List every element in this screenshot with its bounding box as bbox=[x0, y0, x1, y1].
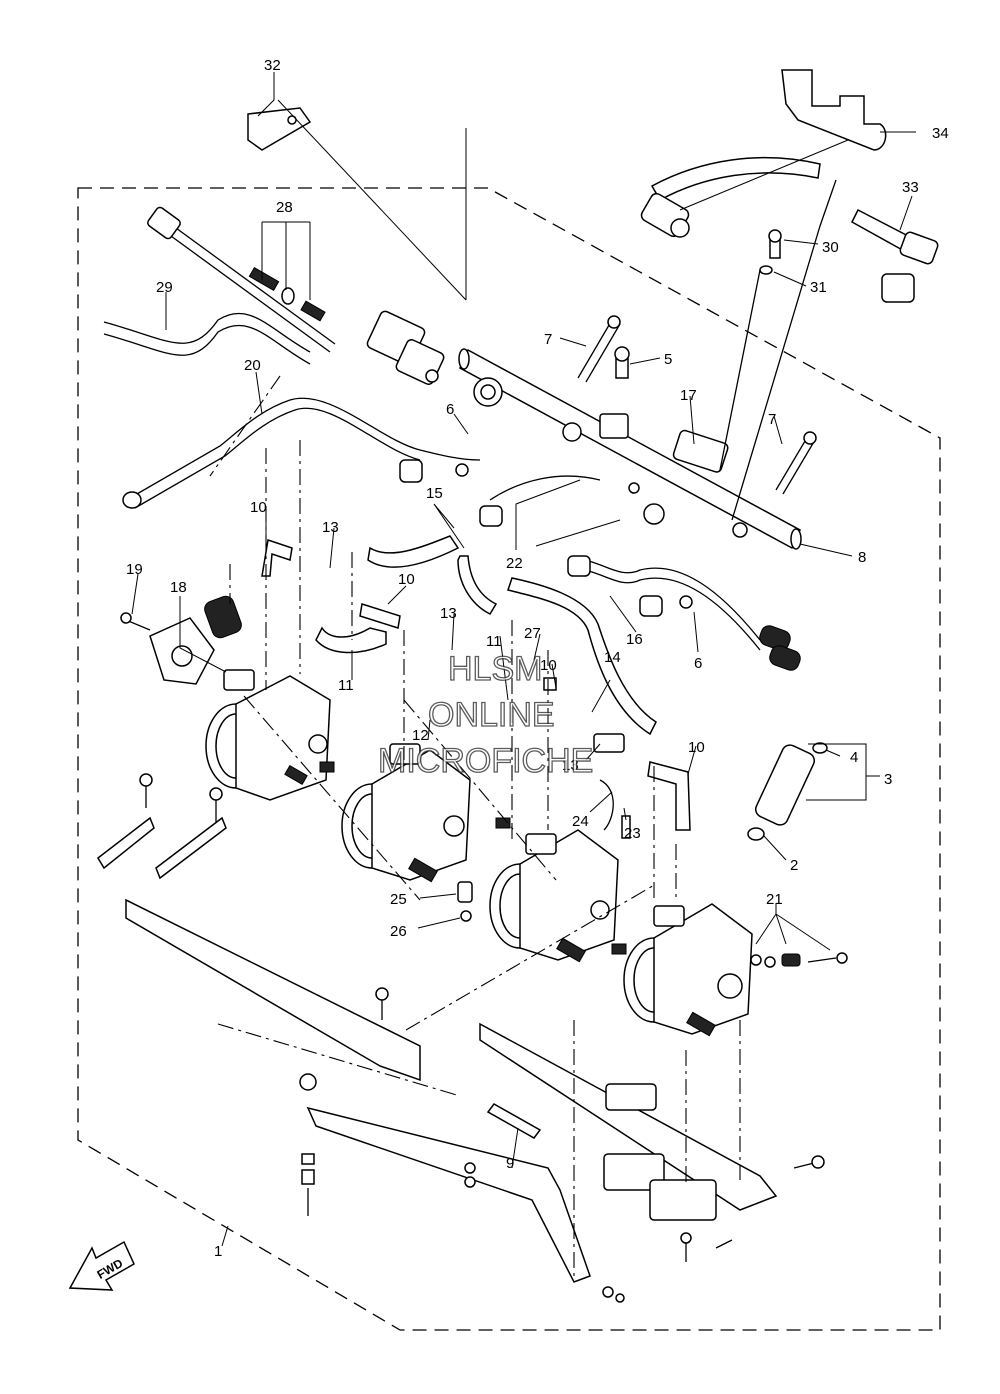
throttle-body-4 bbox=[623, 903, 753, 1037]
label-15: 15 bbox=[426, 485, 443, 502]
pressure-regulator bbox=[366, 310, 445, 385]
label-29: 29 bbox=[156, 279, 173, 296]
label-17: 17 bbox=[680, 387, 697, 404]
label-8: 8 bbox=[858, 549, 866, 566]
lower-linkage bbox=[299, 1022, 825, 1303]
alignment-lines bbox=[209, 375, 741, 1280]
label-31: 31 bbox=[810, 279, 827, 296]
tps-sensor bbox=[120, 595, 242, 685]
label-11a: 11 bbox=[338, 677, 354, 694]
bolts-top bbox=[577, 229, 817, 495]
label-18: 18 bbox=[170, 579, 187, 596]
label-9: 9 bbox=[506, 1155, 514, 1172]
throttle-body-1 bbox=[205, 669, 331, 801]
part-labels: 1 2 3 4 5 6 6 7 7 8 9 10 10 10 10 11 11 … bbox=[126, 57, 949, 1260]
leader-lines bbox=[131, 72, 916, 1247]
label-5: 5 bbox=[664, 351, 672, 368]
hoses-left bbox=[261, 535, 498, 654]
label-27: 27 bbox=[524, 625, 541, 642]
label-26: 26 bbox=[390, 923, 407, 940]
throttle-body-3 bbox=[489, 829, 619, 963]
fuel-hose-33-34 bbox=[640, 69, 939, 521]
cable-springs bbox=[248, 266, 326, 322]
label-20: 20 bbox=[244, 357, 261, 374]
label-10a: 10 bbox=[250, 499, 267, 516]
label-3: 3 bbox=[884, 771, 892, 788]
small-parts bbox=[319, 677, 848, 968]
label-12: 12 bbox=[412, 727, 429, 744]
label-19: 19 bbox=[126, 561, 143, 578]
label-6b: 6 bbox=[694, 655, 702, 672]
label-28: 28 bbox=[276, 199, 293, 216]
label-10b: 10 bbox=[398, 571, 415, 588]
label-25: 25 bbox=[390, 891, 407, 908]
label-33: 33 bbox=[902, 179, 919, 196]
assembly-boundary bbox=[77, 187, 941, 1331]
label-16: 16 bbox=[626, 631, 643, 648]
svg-text:HLSM: HLSM bbox=[448, 650, 542, 688]
label-10c: 10 bbox=[540, 657, 557, 674]
lower-bracket-left bbox=[97, 773, 421, 1082]
cable-bracket bbox=[247, 107, 312, 151]
label-6a: 6 bbox=[446, 401, 454, 418]
svg-text:MICROFICHE: MICROFICHE bbox=[378, 742, 593, 780]
hose-10-right bbox=[647, 761, 691, 831]
svg-text:ONLINE: ONLINE bbox=[428, 696, 555, 734]
label-34: 34 bbox=[932, 125, 949, 142]
label-1: 1 bbox=[214, 1243, 222, 1260]
throttle-cable bbox=[103, 206, 336, 365]
fuel-injector bbox=[747, 742, 828, 841]
label-23: 23 bbox=[624, 825, 641, 842]
label-21: 21 bbox=[766, 891, 783, 908]
rail-clips bbox=[455, 413, 748, 609]
sensor-connector-17 bbox=[672, 429, 729, 473]
watermark: HLSM ONLINE MICROFICHE bbox=[377, 649, 594, 780]
label-10d: 10 bbox=[688, 739, 705, 756]
label-13b: 13 bbox=[440, 605, 457, 622]
label-24: 24 bbox=[572, 813, 589, 830]
label-2: 2 bbox=[790, 857, 798, 874]
label-30: 30 bbox=[822, 239, 839, 256]
label-13a: 13 bbox=[322, 519, 339, 536]
fuel-fitting bbox=[473, 377, 503, 407]
hose-14 bbox=[507, 577, 657, 736]
label-32: 32 bbox=[264, 57, 281, 74]
label-14: 14 bbox=[604, 649, 621, 666]
fuel-rail bbox=[458, 348, 802, 550]
wire-harness bbox=[399, 459, 801, 671]
label-13c: 13 bbox=[562, 757, 579, 774]
label-22: 22 bbox=[506, 555, 523, 572]
label-11b: 11 bbox=[486, 633, 502, 650]
label-7a: 7 bbox=[544, 331, 552, 348]
forward-arrow-icon: FWD bbox=[68, 1240, 135, 1291]
throttle-body-2 bbox=[341, 743, 471, 883]
label-4: 4 bbox=[850, 749, 858, 766]
label-7b: 7 bbox=[768, 411, 776, 428]
